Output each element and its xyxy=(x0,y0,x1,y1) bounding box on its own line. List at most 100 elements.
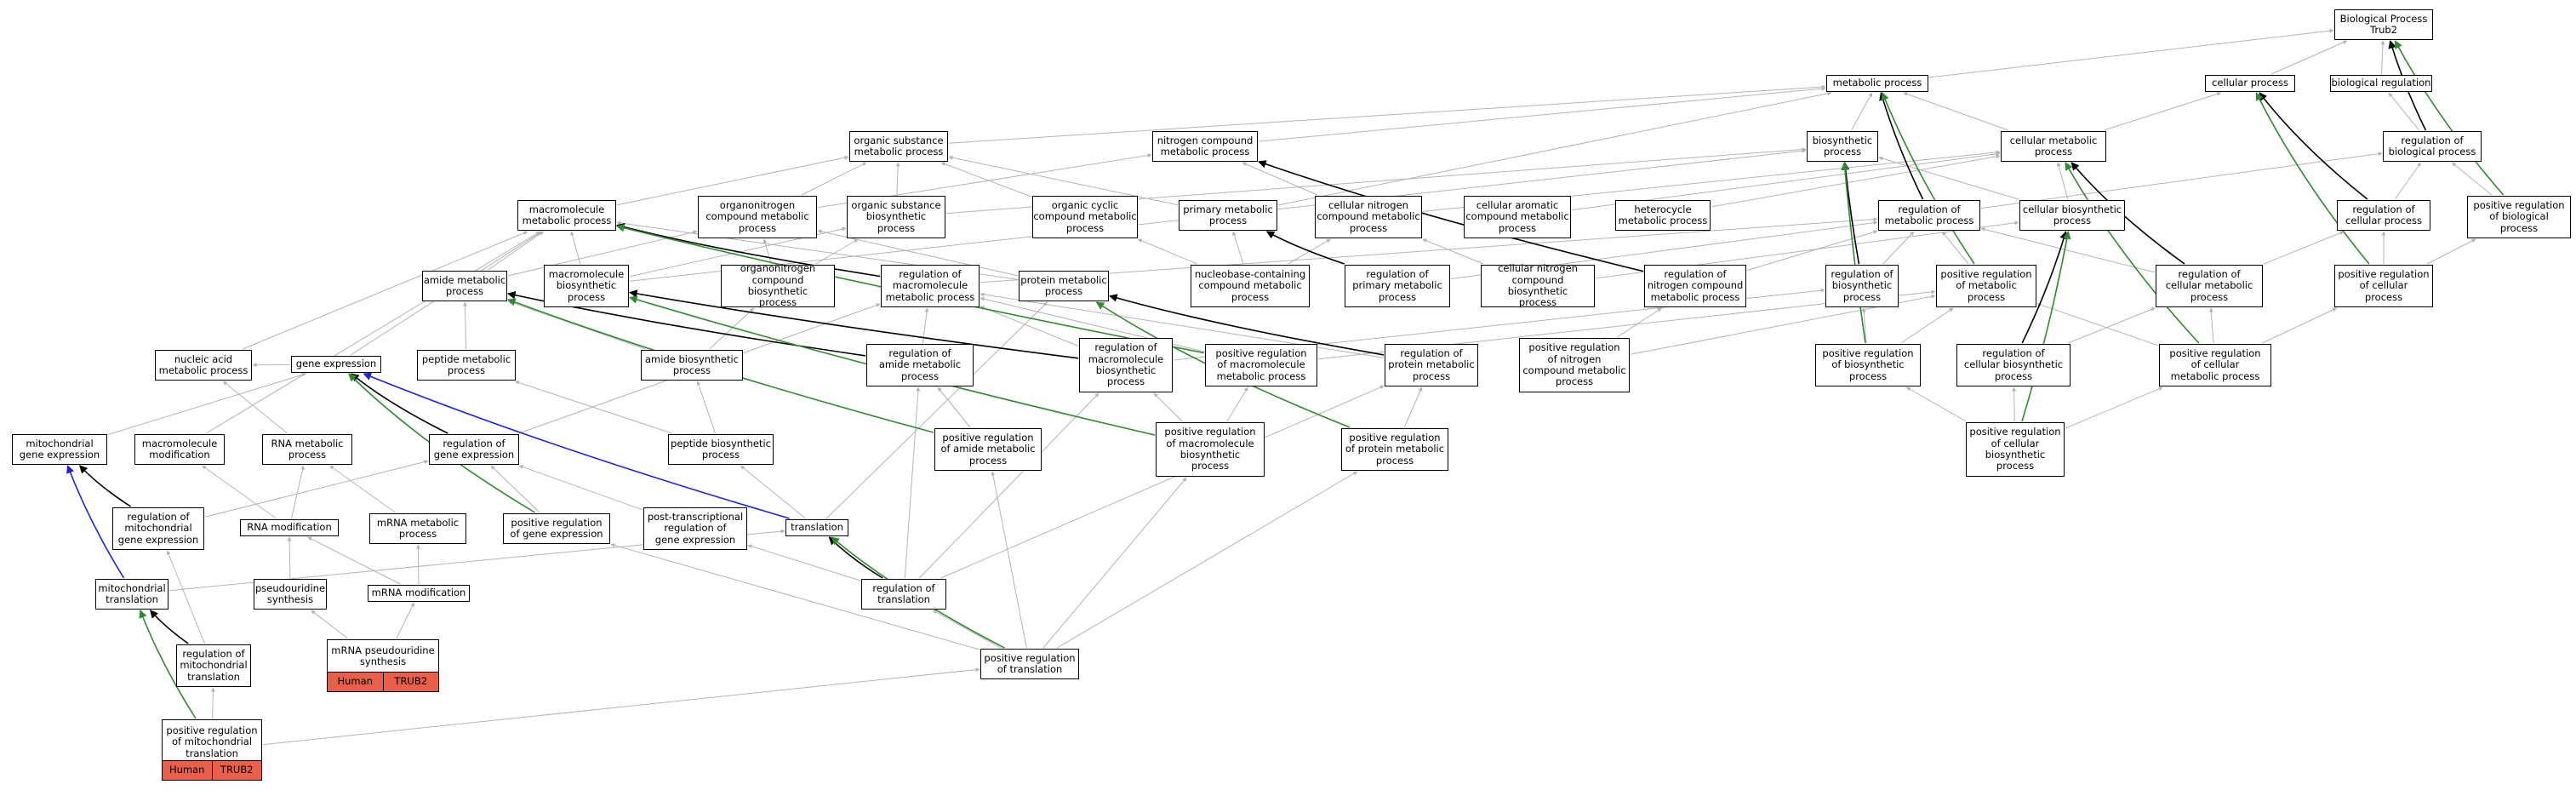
edge-tr-to-pepbp xyxy=(740,465,806,519)
go-term-onbp[interactable]: organonitrogen compound biosynthetic pro… xyxy=(721,263,835,308)
go-term-cncmp[interactable]: cellular nitrogen compound metabolic pro… xyxy=(1315,196,1422,238)
go-term-pmp[interactable]: primary metabolic process xyxy=(1179,200,1277,231)
go-term-label: regulation of macromolecule metabolic pr… xyxy=(885,268,975,303)
go-term-cacmp[interactable]: cellular aromatic compound metabolic pro… xyxy=(1464,196,1571,238)
go-term-prprmp[interactable]: positive regulation of protein metabolic… xyxy=(1341,428,1448,471)
go-term-ncbp[interactable]: nucleobase-containing compound metabolic… xyxy=(1191,265,1310,307)
go-term-occmp[interactable]: organic cyclic compound metabolic proces… xyxy=(1032,196,1138,238)
go-term-rpmp[interactable]: regulation of primary metabolic process xyxy=(1345,265,1450,307)
edge-prmmp-to-rmmp xyxy=(980,296,1205,352)
go-term-prmp[interactable]: positive regulation of metabolic process xyxy=(1936,265,2036,307)
go-term-cmp[interactable]: cellular metabolic process xyxy=(2001,131,2106,162)
go-term-prtr[interactable]: positive regulation of translation xyxy=(980,649,1079,679)
go-term-rtr[interactable]: regulation of translation xyxy=(861,579,946,610)
go-term-prbp[interactable]: positive regulation of biological proces… xyxy=(2467,196,2571,238)
go-term-abp[interactable]: amide biosynthetic process xyxy=(641,350,743,381)
go-term-mge[interactable]: mitochondrial gene expression xyxy=(12,434,107,465)
go-term-rnamod[interactable]: RNA modification xyxy=(240,519,339,536)
go-term-rge[interactable]: regulation of gene expression xyxy=(429,434,519,465)
go-term-prcp[interactable]: positive regulation of cellular process xyxy=(2334,265,2433,307)
edge-prmp-to-mp xyxy=(1881,92,1975,265)
go-term-cncbp[interactable]: cellular nitrogen compound biosynthetic … xyxy=(1481,263,1595,308)
edge-rmbp-to-rmmp xyxy=(980,306,1079,346)
edge-prbp-to-bp xyxy=(2394,40,2505,196)
go-term-rmtr[interactable]: regulation of mitochondrial translation xyxy=(176,644,251,687)
go-term-label: positive regulation of amide metabolic p… xyxy=(940,432,1036,467)
go-term-ammp[interactable]: amide metabolic process xyxy=(422,271,507,301)
go-term-label: metabolic process xyxy=(1832,77,1922,89)
go-term-prge[interactable]: positive regulation of gene expression xyxy=(503,513,610,544)
go-term-bp[interactable]: Biological Process Trub2 xyxy=(2334,9,2433,40)
edge-rge-to-ge xyxy=(351,373,448,434)
go-term-mrnamod[interactable]: mRNA modification xyxy=(368,585,470,602)
go-term-label: cellular aromatic compound metabolic pro… xyxy=(1465,199,1569,234)
go-term-rbp[interactable]: regulation of biological process xyxy=(2383,131,2482,162)
edge-rcmp-to-rmp xyxy=(1980,227,2156,273)
edge-cbp-to-bios xyxy=(1878,156,2019,200)
edge-prge-to-rge xyxy=(490,465,540,513)
go-term-rnamp[interactable]: RNA metabolic process xyxy=(262,434,352,465)
go-term-prcbp[interactable]: positive regulation of cellular biosynth… xyxy=(1966,422,2065,477)
go-term-mrnamp[interactable]: mRNA metabolic process xyxy=(369,513,466,544)
go-term-label: nucleic acid metabolic process xyxy=(158,352,248,376)
go-term-bios[interactable]: biosynthetic process xyxy=(1807,131,1878,162)
go-term-hmp[interactable]: heterocycle metabolic process xyxy=(1615,200,1711,231)
edge-ammp-to-mmp xyxy=(488,231,544,271)
go-term-rmmp[interactable]: regulation of macromolecule metabolic pr… xyxy=(881,265,980,307)
go-term-osbp[interactable]: organic substance biosynthetic process xyxy=(847,196,945,238)
go-term-rbsp[interactable]: regulation of biosynthetic process xyxy=(1825,265,1899,307)
go-term-rcp[interactable]: regulation of cellular process xyxy=(2337,200,2430,231)
go-term-prbsp[interactable]: positive regulation of biosynthetic proc… xyxy=(1815,344,1921,386)
go-term-label: regulation of translation xyxy=(872,581,935,605)
go-term-label: regulation of biosynthetic process xyxy=(1831,268,1893,303)
go-term-rcbp[interactable]: regulation of cellular biosynthetic proc… xyxy=(1956,344,2071,386)
go-term-prmbp[interactable]: positive regulation of macromolecule bio… xyxy=(1156,422,1265,477)
edge-onmp-to-osmp xyxy=(801,162,867,196)
go-term-mp[interactable]: metabolic process xyxy=(1826,75,1928,92)
go-term-rncmp[interactable]: regulation of nitrogen compound metaboli… xyxy=(1644,265,1746,307)
go-term-rcmp[interactable]: regulation of cellular metabolic process xyxy=(2156,265,2263,307)
go-term-label: heterocycle metabolic process xyxy=(1618,203,1708,226)
go-term-rmp[interactable]: regulation of metabolic process xyxy=(1878,200,1980,231)
go-term-pramp[interactable]: positive regulation of amide metabolic p… xyxy=(934,428,1042,471)
go-term-rmbp[interactable]: regulation of macromolecule biosynthetic… xyxy=(1079,338,1173,392)
go-term-prmp2[interactable]: protein metabolic process xyxy=(1019,271,1109,301)
go-term-cbp[interactable]: cellular biosynthetic process xyxy=(2019,200,2125,231)
go-term-rmge[interactable]: regulation of mitochondrial gene express… xyxy=(112,507,204,550)
go-term-mmp[interactable]: macromolecule metabolic process xyxy=(517,200,616,231)
go-term-prmtr[interactable]: positive regulation of mitochondrial tra… xyxy=(162,719,262,781)
go-term-prncmp[interactable]: positive regulation of nitrogen compound… xyxy=(1519,338,1630,392)
go-term-mbp[interactable]: macromolecule biosynthetic process xyxy=(544,265,629,307)
go-term-cp[interactable]: cellular process xyxy=(2205,75,2295,92)
go-term-label: nucleobase-containing compound metabolic… xyxy=(1194,268,1306,303)
go-term-ge[interactable]: gene expression xyxy=(291,356,381,373)
edge-rmbp-to-mbp xyxy=(629,289,1079,359)
go-term-ncmp[interactable]: nitrogen compound metabolic process xyxy=(1152,131,1258,162)
edge-onbp-to-osbp xyxy=(815,238,859,265)
go-term-prmmp[interactable]: positive regulation of macromolecule met… xyxy=(1205,344,1317,386)
go-term-label: regulation of cellular process xyxy=(2345,203,2422,226)
go-term-label: positive regulation of protein metabolic… xyxy=(1345,432,1445,467)
edge-namp-to-mmp xyxy=(242,231,528,350)
go-term-breg[interactable]: biological regulation xyxy=(2330,75,2432,92)
edge-prbsp-to-bios xyxy=(1841,162,1866,344)
go-term-pepmp[interactable]: peptide metabolic process xyxy=(417,350,516,381)
go-term-mtr[interactable]: mitochondrial translation xyxy=(95,579,168,610)
go-term-psyn[interactable]: pseudouridine synthesis xyxy=(254,579,327,610)
go-term-pepbp[interactable]: peptide biosynthetic process xyxy=(668,434,774,465)
go-term-label: positive regulation of gene expression xyxy=(510,516,603,540)
edge-rtr-to-rprmp xyxy=(940,385,1385,579)
go-term-onmp[interactable]: organonitrogen compound metabolic proces… xyxy=(698,196,817,238)
go-term-osmp[interactable]: organic substance metabolic process xyxy=(849,131,948,162)
go-term-mmod[interactable]: macromolecule modification xyxy=(134,434,225,465)
go-term-rprmp[interactable]: regulation of protein metabolic process xyxy=(1385,344,1478,386)
edge-prtr-to-prmbp xyxy=(1042,477,1187,649)
go-term-ramp[interactable]: regulation of amide metabolic process xyxy=(866,344,974,386)
go-term-namp[interactable]: nucleic acid metabolic process xyxy=(155,350,252,381)
edge-tr-to-prmp2 xyxy=(825,301,1048,519)
species-tag: Human xyxy=(163,761,213,780)
go-term-tr[interactable]: translation xyxy=(785,519,848,536)
go-term-ptrge[interactable]: post-transcriptional regulation of gene … xyxy=(643,507,747,550)
go-term-prcmp[interactable]: positive regulation of cellular metaboli… xyxy=(2159,344,2271,386)
